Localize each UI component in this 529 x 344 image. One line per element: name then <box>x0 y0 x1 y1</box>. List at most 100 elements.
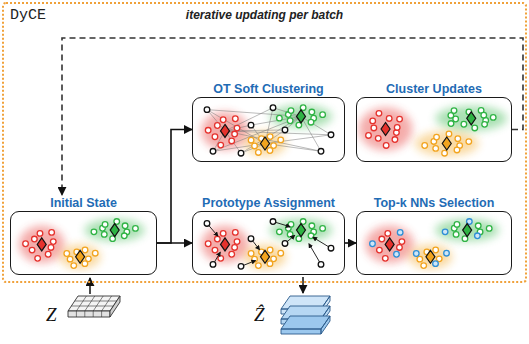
prototype-diamond <box>76 250 85 263</box>
cluster-halo <box>436 106 507 131</box>
cluster-halo <box>359 108 413 151</box>
cluster-point <box>233 230 239 236</box>
prototype-diamond <box>221 238 230 251</box>
input-tensor-icon <box>68 296 120 317</box>
cluster-point <box>421 263 427 269</box>
cluster-point <box>392 137 398 143</box>
cluster-point <box>366 133 372 139</box>
cluster-point <box>399 239 405 245</box>
tensor-slab <box>281 316 330 334</box>
cluster-point <box>23 241 29 247</box>
input-arrow <box>89 278 91 294</box>
stage-heading: Prototype Assignment <box>173 196 364 212</box>
cluster-point <box>287 118 293 124</box>
loop-note: iterative updating per batch <box>4 8 525 22</box>
cluster-point <box>218 256 224 262</box>
new-sample <box>204 107 210 113</box>
cluster-point <box>101 232 107 238</box>
cluster-halo <box>85 219 145 241</box>
cluster-point <box>320 112 326 118</box>
stage-panel: OT Soft Clustering <box>192 97 345 162</box>
transport-line <box>265 144 321 152</box>
transport-line <box>207 110 301 117</box>
cluster-point <box>442 150 448 156</box>
cluster-point <box>397 245 403 251</box>
cluster-point <box>121 233 127 239</box>
cluster-point <box>82 261 88 267</box>
new-sample <box>210 148 216 154</box>
cluster-point <box>35 256 41 262</box>
cluster-point <box>278 250 284 256</box>
cluster-point <box>377 247 383 253</box>
cluster-point <box>422 143 428 149</box>
cluster-point <box>451 108 457 114</box>
cluster-halo <box>415 131 479 156</box>
cluster-point <box>267 261 273 267</box>
output-arrow <box>302 277 304 293</box>
cluster-halo <box>19 226 65 263</box>
selected-neighbour <box>442 229 448 235</box>
cluster-point <box>256 150 262 156</box>
new-sample <box>238 150 244 156</box>
cluster-halo <box>60 244 101 269</box>
cluster-point <box>267 247 273 253</box>
prototype-diamond <box>385 238 394 251</box>
cluster-halo <box>201 112 249 150</box>
prototype-diamond <box>426 250 435 263</box>
cluster-point <box>248 137 254 143</box>
cluster-point <box>267 148 273 154</box>
cluster-point <box>448 121 454 127</box>
stage-heading: Top-k NNs Selection <box>337 196 529 212</box>
selected-neighbour <box>394 251 400 257</box>
cluster-point <box>29 247 35 253</box>
transport-line <box>265 135 331 144</box>
tensor-grid <box>71 296 116 317</box>
stage-panel: Cluster Updates <box>356 97 512 162</box>
new-sample <box>270 219 276 225</box>
cluster-point <box>252 143 258 149</box>
cluster-point <box>486 226 492 232</box>
prototype-diamond <box>442 137 451 150</box>
cluster-point <box>320 226 326 232</box>
transport-line <box>301 116 331 134</box>
cluster-illustration <box>11 212 155 273</box>
transport-line <box>213 116 301 151</box>
prototype-diamond <box>463 224 472 237</box>
prototype-diamond <box>467 112 476 125</box>
prototype-diamond <box>37 238 46 251</box>
cluster-point <box>248 251 254 257</box>
cluster-illustration <box>357 212 510 273</box>
cluster-point <box>91 229 97 235</box>
transport-line <box>301 116 321 151</box>
cluster-point <box>234 239 240 245</box>
cluster-point <box>229 251 235 257</box>
selected-neighbour <box>413 251 419 257</box>
cluster-point <box>122 223 128 229</box>
cluster-point <box>461 121 467 127</box>
cluster-halo <box>435 219 499 241</box>
cluster-point <box>466 139 472 145</box>
cluster-point <box>481 112 487 118</box>
flow-arrow <box>157 242 192 244</box>
cluster-illustration <box>357 98 510 160</box>
cluster-halo <box>270 105 333 128</box>
feedback-arrow <box>62 38 523 195</box>
cluster-point <box>455 136 461 142</box>
cluster-point <box>394 125 400 131</box>
cluster-point <box>49 230 55 236</box>
prototype-diamond <box>110 224 119 237</box>
cluster-point <box>37 231 43 237</box>
selected-neighbour <box>444 250 450 256</box>
cluster-point <box>375 136 381 142</box>
cluster-halo <box>365 226 413 263</box>
cluster-point <box>67 256 73 262</box>
stage-heading: Initial State <box>0 196 176 212</box>
cluster-point <box>309 223 315 229</box>
cluster-point <box>45 251 51 257</box>
cluster-point <box>32 236 38 242</box>
cluster-point <box>92 250 98 256</box>
cluster-point <box>308 119 314 125</box>
cluster-point <box>453 232 459 238</box>
cluster-point <box>232 245 238 251</box>
